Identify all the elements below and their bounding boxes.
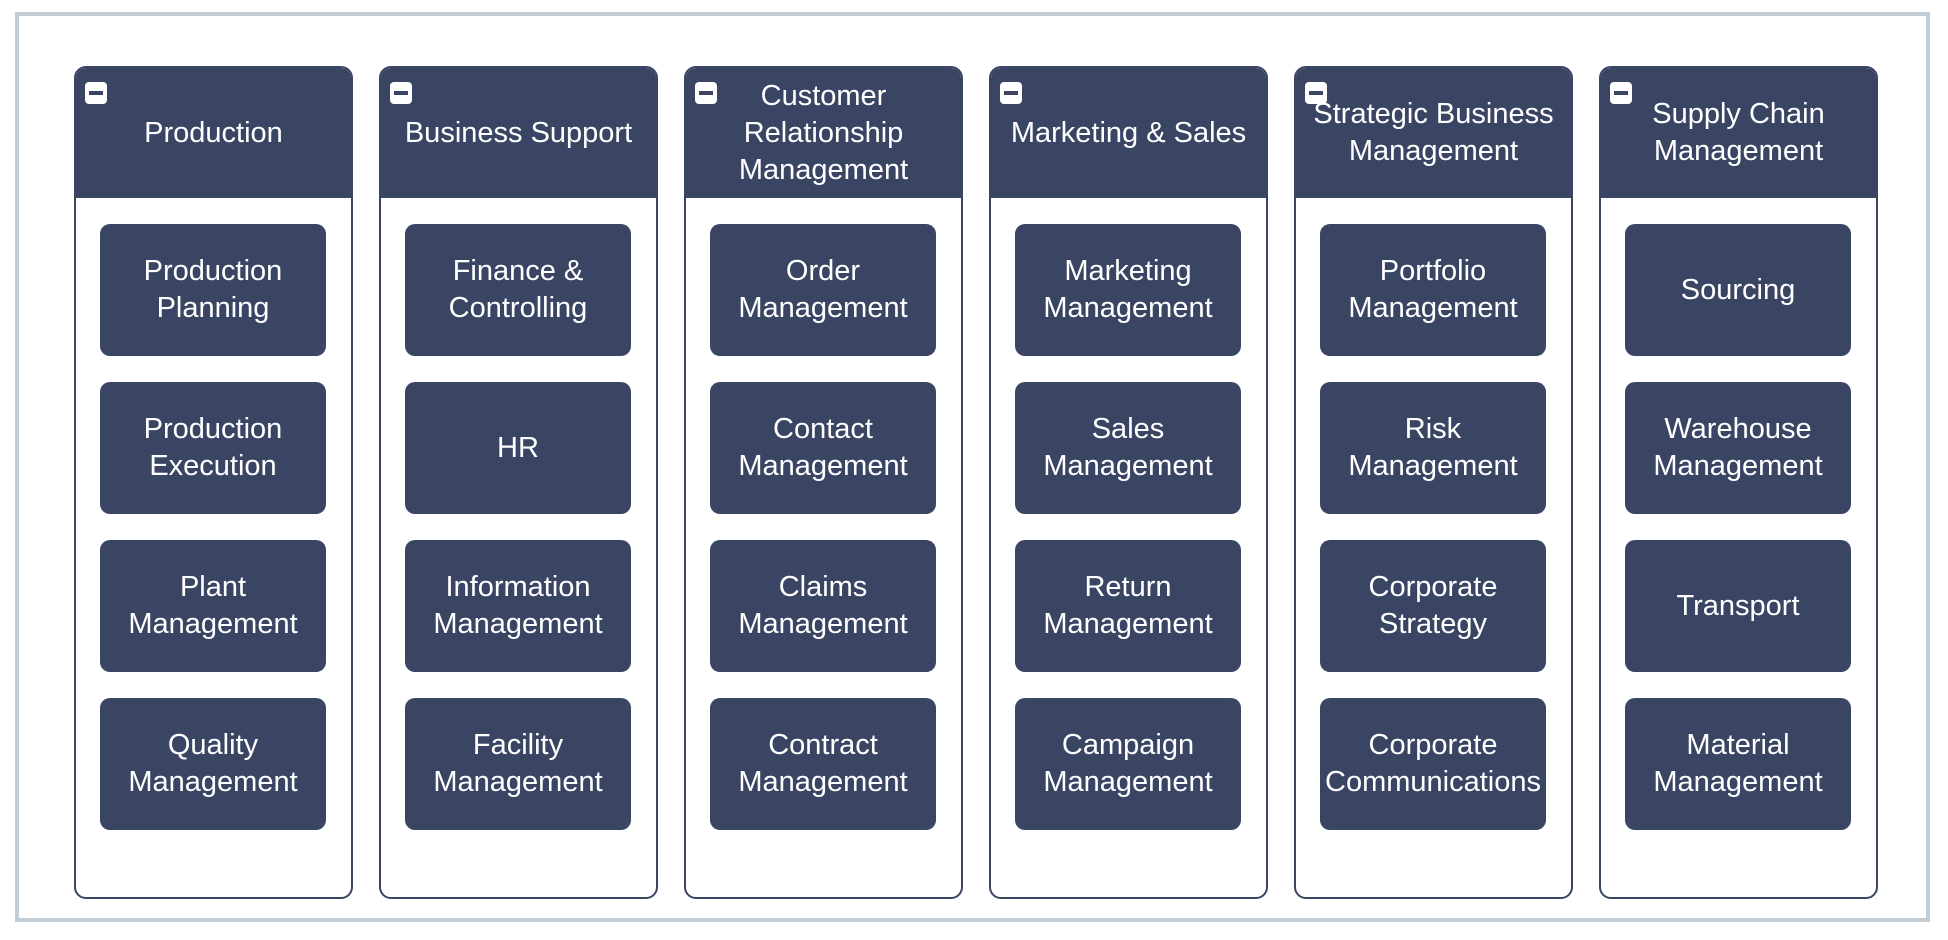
column-title: Strategic Business Management xyxy=(1313,98,1554,167)
node-label: Sales Management xyxy=(1043,413,1213,482)
column-header: Supply Chain Management xyxy=(1601,68,1876,198)
node-label: HR xyxy=(497,431,539,464)
node-order-management[interactable]: Order Management xyxy=(710,224,936,356)
column-header: Customer Relationship Management xyxy=(686,68,961,198)
column-header: Production xyxy=(76,68,351,198)
column-business-support: Business Support Finance & Controlling H… xyxy=(379,66,658,899)
node-label: Corporate Communications xyxy=(1325,729,1541,798)
collapse-icon[interactable] xyxy=(1305,82,1327,104)
node-label: Contract Management xyxy=(738,729,908,798)
node-finance-controlling[interactable]: Finance & Controlling xyxy=(405,224,631,356)
node-label: Order Management xyxy=(738,255,908,324)
node-label: Return Management xyxy=(1043,571,1213,640)
node-marketing-management[interactable]: Marketing Management xyxy=(1015,224,1241,356)
node-corporate-strategy[interactable]: Corporate Strategy xyxy=(1320,540,1546,672)
node-production-execution[interactable]: Production Execution xyxy=(100,382,326,514)
node-facility-management[interactable]: Facility Management xyxy=(405,698,631,830)
column-customer-relationship-management: Customer Relationship Management Order M… xyxy=(684,66,963,899)
node-material-management[interactable]: Material Management xyxy=(1625,698,1851,830)
column-title: Production xyxy=(144,116,283,149)
node-label: Risk Management xyxy=(1348,413,1518,482)
collapse-icon[interactable] xyxy=(1610,82,1632,104)
collapse-icon[interactable] xyxy=(85,82,107,104)
collapse-icon[interactable] xyxy=(1000,82,1022,104)
column-title: Supply Chain Management xyxy=(1652,98,1825,167)
node-corporate-communications[interactable]: Corporate Communications xyxy=(1320,698,1546,830)
node-contract-management[interactable]: Contract Management xyxy=(710,698,936,830)
node-label: Sourcing xyxy=(1680,273,1796,306)
node-label: Information Management xyxy=(433,571,603,640)
node-label: Campaign Management xyxy=(1043,729,1213,798)
node-label: Finance & Controlling xyxy=(448,255,588,324)
node-plant-management[interactable]: Plant Management xyxy=(100,540,326,672)
node-quality-management[interactable]: Quality Management xyxy=(100,698,326,830)
node-label: Facility Management xyxy=(433,729,603,798)
node-portfolio-management[interactable]: Portfolio Management xyxy=(1320,224,1546,356)
column-supply-chain-management: Supply Chain Management Sourcing Warehou… xyxy=(1599,66,1878,899)
node-label: Claims Management xyxy=(738,571,908,640)
node-warehouse-management[interactable]: Warehouse Management xyxy=(1625,382,1851,514)
node-label: Production Execution xyxy=(143,413,283,482)
column-header: Marketing & Sales xyxy=(991,68,1266,198)
node-return-management[interactable]: Return Management xyxy=(1015,540,1241,672)
node-label: Quality Management xyxy=(128,729,298,798)
node-transport[interactable]: Transport xyxy=(1625,540,1851,672)
node-label: Marketing Management xyxy=(1043,255,1213,324)
column-title: Customer Relationship Management xyxy=(738,79,909,186)
column-title: Business Support xyxy=(404,116,633,149)
node-production-planning[interactable]: Production Planning xyxy=(100,224,326,356)
column-strategic-business-management: Strategic Business Management Portfolio … xyxy=(1294,66,1573,899)
node-label: Warehouse Management xyxy=(1653,413,1823,482)
node-label: Production Planning xyxy=(143,255,283,324)
column-production: Production Production Planning Productio… xyxy=(74,66,353,899)
node-label: Plant Management xyxy=(128,571,298,640)
node-risk-management[interactable]: Risk Management xyxy=(1320,382,1546,514)
node-sales-management[interactable]: Sales Management xyxy=(1015,382,1241,514)
diagram-frame: Production Production Planning Productio… xyxy=(15,12,1930,922)
collapse-icon[interactable] xyxy=(695,82,717,104)
node-claims-management[interactable]: Claims Management xyxy=(710,540,936,672)
column-header: Business Support xyxy=(381,68,656,198)
node-label: Transport xyxy=(1676,589,1800,622)
node-label: Material Management xyxy=(1653,729,1823,798)
node-campaign-management[interactable]: Campaign Management xyxy=(1015,698,1241,830)
column-header: Strategic Business Management xyxy=(1296,68,1571,198)
node-label: Portfolio Management xyxy=(1348,255,1518,324)
node-contact-management[interactable]: Contact Management xyxy=(710,382,936,514)
node-label: Corporate Strategy xyxy=(1368,571,1498,640)
node-label: Contact Management xyxy=(738,413,908,482)
collapse-icon[interactable] xyxy=(390,82,412,104)
node-hr[interactable]: HR xyxy=(405,382,631,514)
node-information-management[interactable]: Information Management xyxy=(405,540,631,672)
column-marketing-sales: Marketing & Sales Marketing Management S… xyxy=(989,66,1268,899)
column-title: Marketing & Sales xyxy=(1010,116,1247,149)
node-sourcing[interactable]: Sourcing xyxy=(1625,224,1851,356)
